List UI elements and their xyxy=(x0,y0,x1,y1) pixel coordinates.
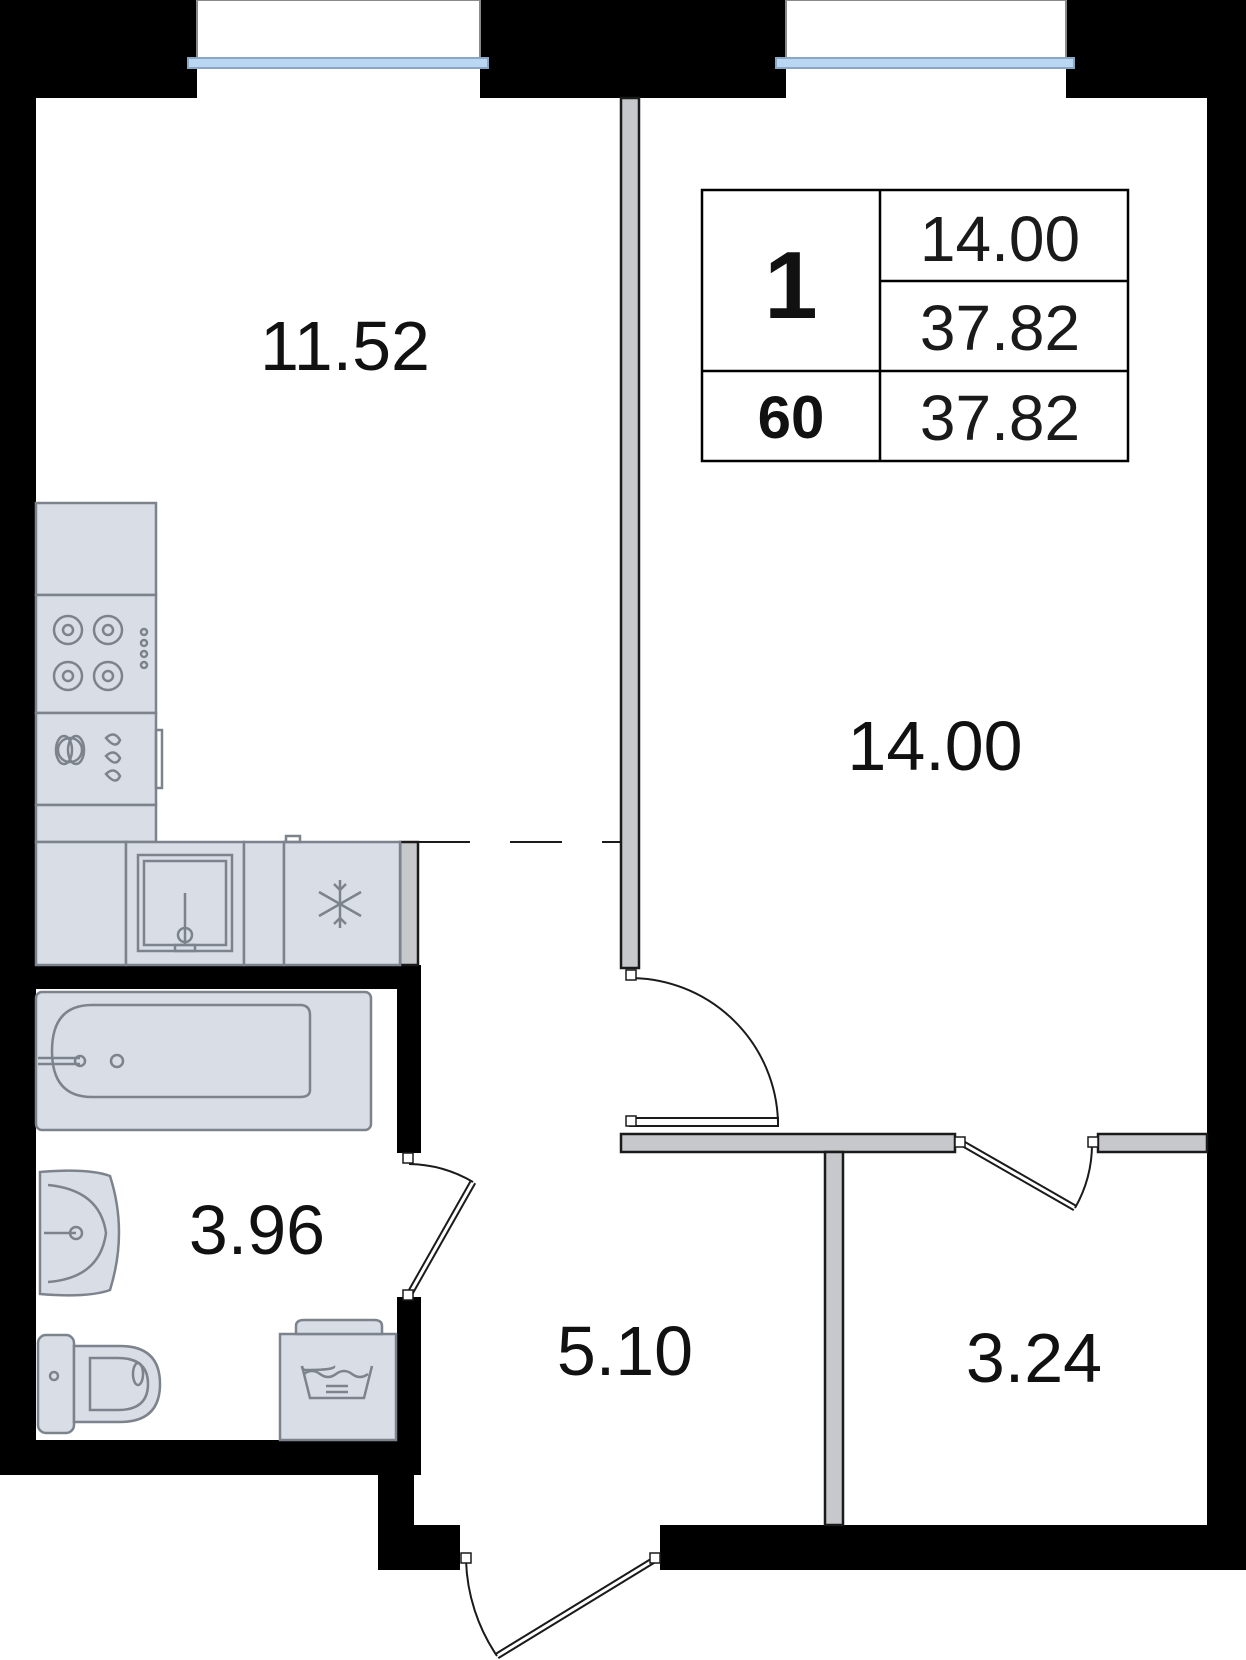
wall-bottom-door-jamb xyxy=(378,1525,460,1570)
washing-machine-icon xyxy=(278,1318,398,1442)
bathtub-icon xyxy=(34,990,373,1132)
rooms-count: 1 xyxy=(764,232,817,339)
total-area-2: 37.82 xyxy=(920,382,1080,454)
doors xyxy=(402,969,1099,1659)
partition-kitchen-end xyxy=(398,840,420,967)
living-area: 14.00 xyxy=(920,203,1080,275)
wall-right xyxy=(1207,0,1246,1570)
hall-area-label: 5.10 xyxy=(557,1312,693,1390)
kitchen-fixtures xyxy=(34,501,402,967)
bathroom-door-swing xyxy=(408,1163,474,1183)
inner-walls xyxy=(36,965,421,1475)
exterior-walls xyxy=(0,0,1246,1570)
bedroom-area-label: 14.00 xyxy=(847,707,1022,785)
oven-icon xyxy=(34,711,164,807)
storage-door-swing xyxy=(1074,1141,1094,1209)
wall-bath-top xyxy=(36,965,421,989)
partition-hall-storage xyxy=(823,1150,845,1527)
partition-bedroom-bottom xyxy=(619,1132,957,1154)
bathroom-area-label: 3.96 xyxy=(189,1191,325,1269)
window-right xyxy=(775,57,1075,69)
entrance-door-swing xyxy=(465,1559,498,1657)
total-area: 37.82 xyxy=(920,292,1080,364)
countertop-icon xyxy=(34,501,158,597)
sink-icon xyxy=(124,840,246,967)
partition-kitchen-bedroom xyxy=(619,96,641,970)
bedroom-door-leaf[interactable] xyxy=(629,1117,779,1127)
cooktop-icon xyxy=(34,593,158,715)
window-frame-right xyxy=(785,0,1067,59)
lower-cabinet-icon xyxy=(34,803,158,967)
partition-storage-right xyxy=(1096,1132,1209,1154)
wall-bath-right-upper xyxy=(397,965,421,1153)
storage-area-label: 3.24 xyxy=(966,1319,1102,1397)
washbasin-icon xyxy=(38,1169,121,1297)
wall-left xyxy=(0,0,36,1475)
room-labels: 11.52 14.00 3.96 5.10 3.24 xyxy=(189,307,1102,1397)
wall-bottom-right xyxy=(660,1525,1246,1570)
bedroom-door-swing xyxy=(629,977,779,1123)
wall-top-middle xyxy=(480,0,786,98)
window-frame-left xyxy=(196,0,481,59)
window-left xyxy=(187,57,489,69)
bathroom-fixtures xyxy=(34,990,398,1442)
toilet-icon xyxy=(36,1333,162,1435)
summary-table: 1 14.00 37.82 60 37.82 xyxy=(700,188,1130,463)
wall-bath-right-lower xyxy=(397,1297,421,1475)
partitions xyxy=(398,96,1209,1527)
wall-bottom-left xyxy=(0,1440,414,1475)
kitchen-area-label: 11.52 xyxy=(260,307,430,385)
windows xyxy=(187,0,1075,69)
summary-table-frame xyxy=(700,188,1130,463)
apartment-number: 60 xyxy=(758,384,825,451)
fridge-icon xyxy=(242,834,402,967)
